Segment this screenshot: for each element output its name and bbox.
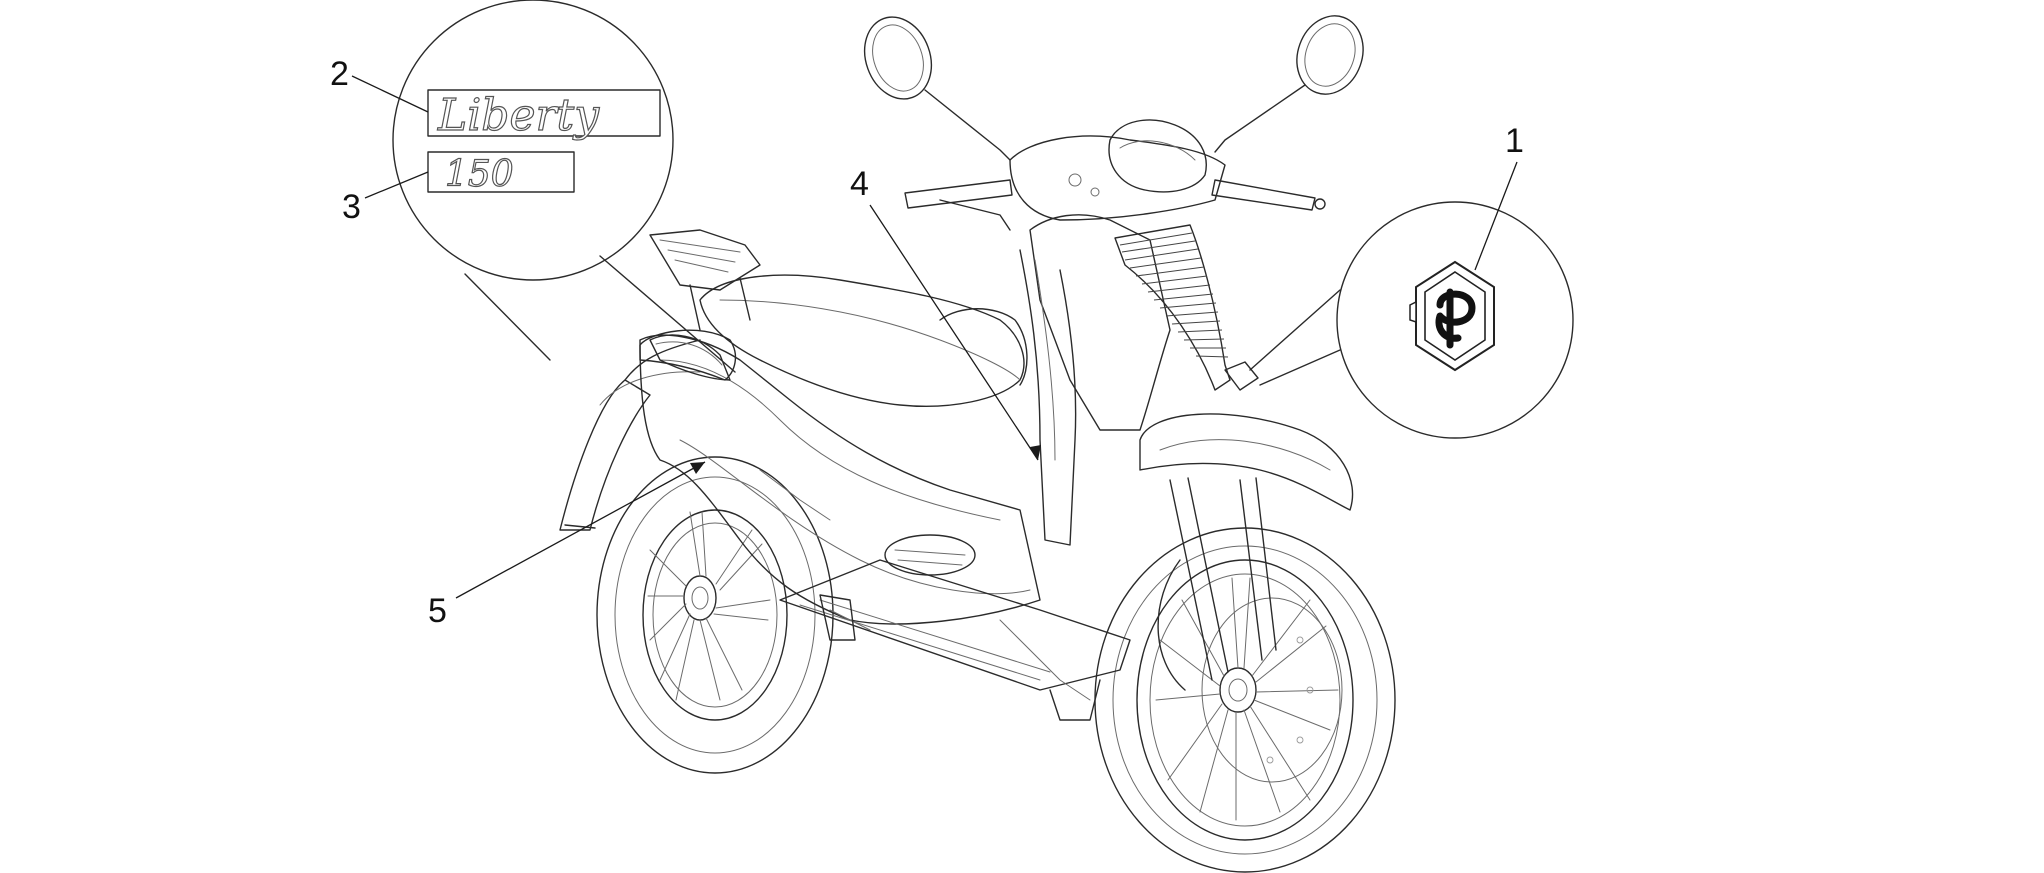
front-grille: [1114, 224, 1231, 391]
callout-3: 3: [342, 171, 429, 226]
piaggio-logo-icon: [1409, 260, 1495, 372]
callout-5-label: 5: [428, 592, 447, 630]
displacement-badge: 150: [427, 151, 575, 196]
detail-circle-front: [1249, 201, 1574, 439]
rear-wheel: [596, 456, 834, 774]
scooter-illustration: [559, 15, 1396, 873]
front-fork: [1169, 477, 1277, 681]
front-wheel: [1094, 527, 1396, 873]
rear-body: [639, 334, 1041, 625]
callout-3-label: 3: [342, 188, 361, 226]
handlebar: [904, 119, 1326, 231]
callout-1: 1: [1474, 122, 1524, 271]
displacement-badge-text: 150: [445, 154, 514, 195]
tail-light: [649, 334, 731, 381]
callout-4: 4: [850, 165, 1041, 461]
liberty-badge-text: Liberty: [437, 90, 600, 141]
leg-shield: [1029, 214, 1171, 431]
callout-2-label: 2: [330, 55, 349, 93]
rear-rack: [649, 229, 761, 291]
front-badge-mount: [1224, 361, 1259, 391]
mirrors: [863, 15, 1364, 161]
floorboard: [779, 559, 1131, 691]
front-fender: [1139, 413, 1354, 511]
seat: [699, 274, 1025, 407]
rear-fender: [559, 379, 651, 531]
detail-circle-rear: Liberty 150: [392, 0, 736, 373]
callout-1-label: 1: [1505, 122, 1524, 160]
callout-2: 2: [330, 55, 429, 113]
side-vent: [884, 534, 976, 576]
liberty-badge: Liberty: [427, 89, 661, 142]
callout-5: 5: [428, 461, 706, 630]
callout-4-label: 4: [850, 165, 869, 203]
